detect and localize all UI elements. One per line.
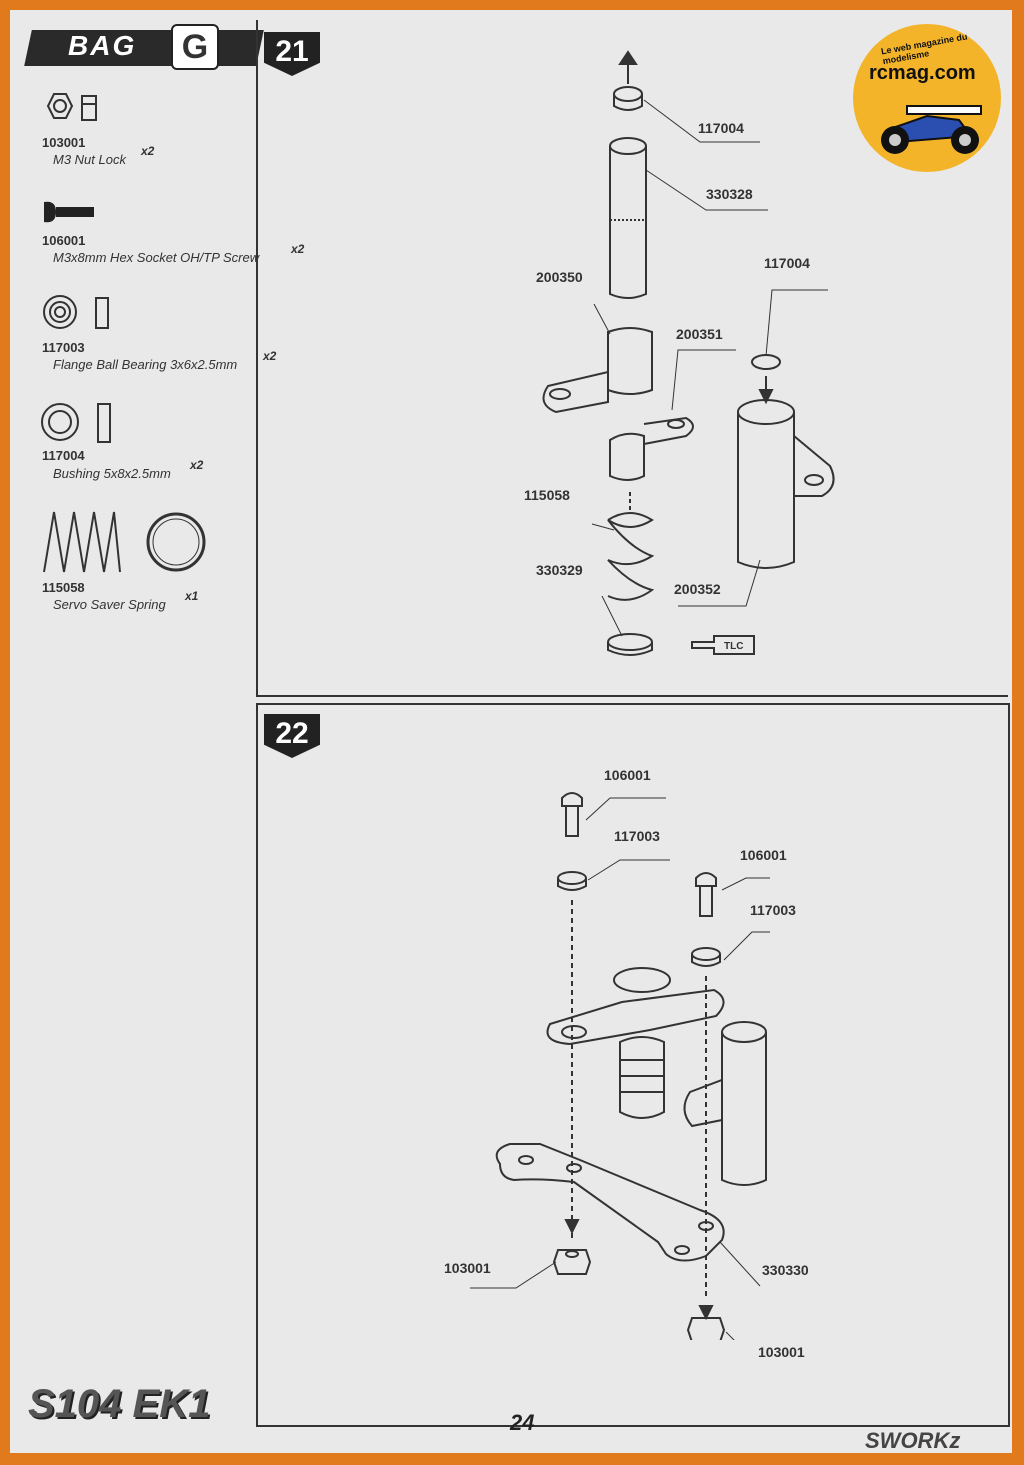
callout-label: 115058	[524, 487, 570, 503]
step-22-diagram	[470, 792, 770, 1340]
glue-label: TLC	[724, 641, 743, 652]
rc-car-icon	[881, 105, 982, 154]
bag-header-bar	[24, 30, 264, 66]
callout-label: 117003	[750, 902, 796, 918]
manual-page: BAG G 103001 M3 Nut Lock x2 106001 M3x8m…	[10, 10, 1012, 1453]
bag-letter: G	[171, 24, 219, 70]
part-code: 106001	[42, 233, 86, 248]
part-name: Bushing 5x8x2.5mm	[53, 466, 171, 481]
callout-label: 200351	[676, 326, 723, 342]
part-code: 117004	[42, 448, 85, 463]
part-name: Servo Saver Spring	[53, 597, 166, 612]
step-22-panel	[256, 703, 1010, 1427]
part-code: 115058	[42, 580, 85, 595]
callout-label: 200352	[674, 581, 721, 597]
part-qty: x2	[190, 458, 204, 472]
part-code: 103001	[42, 135, 86, 150]
lock-nut-icon	[46, 93, 97, 121]
model-logo: S104 EK1	[28, 1382, 211, 1426]
callout-label: 330329	[536, 562, 583, 578]
part-name: M3x8mm Hex Socket OH/TP Screw	[53, 250, 260, 265]
part-qty: x1	[185, 589, 199, 603]
callout-label: 106001	[740, 847, 787, 863]
callout-label: 103001	[758, 1344, 805, 1360]
callout-label: 117004	[764, 255, 810, 271]
part-code: 117003	[42, 340, 85, 355]
step-21-diagram: TLC	[542, 50, 835, 656]
part-name: Flange Ball Bearing 3x6x2.5mm	[53, 357, 238, 372]
page-number: 24	[510, 1410, 535, 1435]
callout-label: 330328	[706, 186, 753, 202]
callout-label: 330330	[762, 1262, 809, 1278]
spring-icon	[43, 511, 206, 573]
callout-label: 103001	[444, 1260, 491, 1276]
brand-logo: SWORKz	[865, 1428, 961, 1453]
logo-name: rcmag.com	[869, 62, 976, 84]
callout-label: 117004	[698, 120, 744, 136]
callout-label: 200350	[536, 269, 583, 285]
bag-label: BAG	[68, 30, 137, 61]
callout-label: 106001	[604, 767, 651, 783]
part-qty: x2	[291, 242, 305, 256]
callout-label: 117003	[614, 828, 660, 844]
bushing-icon	[41, 403, 111, 443]
rcmag-logo: Le web magazine du modelisme rcmag.com	[853, 24, 1001, 172]
part-qty: x2	[263, 349, 277, 363]
screw-icon	[44, 201, 94, 223]
flange-bearing-icon	[43, 295, 109, 329]
part-qty: x2	[141, 144, 155, 158]
logo-tagline: Le web magazine du modelisme	[880, 31, 969, 67]
part-name: M3 Nut Lock	[53, 152, 126, 167]
step-21-panel	[256, 20, 1008, 697]
